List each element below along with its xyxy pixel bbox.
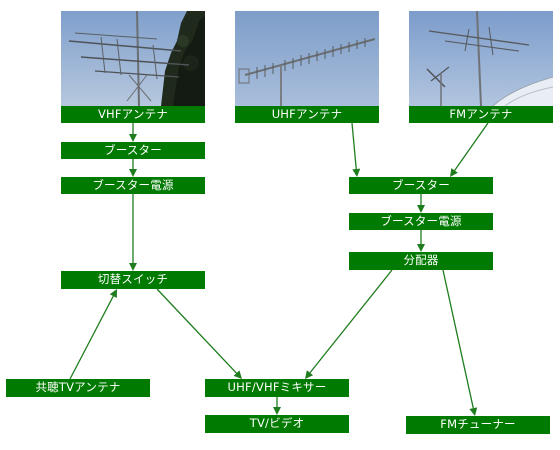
node-label: FMチューナー [440,417,516,432]
uhf-yagi-antenna-photo [235,11,379,106]
node-label: FMアンテナ [449,106,513,121]
node-booster-power-right: ブースター電源 [349,213,493,230]
node-label: 切替スイッチ [97,272,169,287]
arrowhead-booster_left-to-booster_power_left [129,169,137,177]
arrow-splitter-to-fm_tuner [442,269,474,409]
node-label: ブースター [104,142,162,157]
node-label: ブースター電源 [380,213,462,228]
node-uhf-antenna: UHFアンテナ [235,106,379,123]
node-label: TV/ビデオ [249,416,305,431]
node-fm-antenna: FMアンテナ [409,106,553,123]
fm-antenna-photo [409,11,553,106]
arrow-splitter-to-mixer [309,269,393,374]
arrow-community_antenna-to-switch [69,295,114,380]
node-splitter: 分配器 [349,252,493,270]
arrowhead-splitter-to-mixer [305,370,314,379]
node-label: VHFアンテナ [97,106,169,121]
arrow-fm_antenna-to-booster_right [454,122,489,171]
node-mixer: UHF/VHFミキサー [205,379,349,397]
arrow-uhf_antenna-to-booster_right [351,122,357,170]
arrowhead-uhf_antenna-to-booster_right [352,168,361,177]
node-tv-video: TV/ビデオ [205,415,349,433]
node-label: 分配器 [403,253,439,268]
node-label: 共聴TVアンテナ [35,380,121,395]
node-label: UHF/VHFミキサー [227,380,327,395]
node-label: UHFアンテナ [271,106,343,121]
arrowhead-vhf_antenna-to-booster_left [129,134,137,142]
node-label: ブースター [392,177,450,192]
arrowhead-booster_power_right-to-splitter [417,244,425,252]
node-vhf-antenna: VHFアンテナ [61,106,205,123]
node-booster-left: ブースター [61,142,205,159]
arrowhead-community_antenna-to-switch [109,289,117,298]
arrowhead-booster_right-to-booster_power_right [417,205,425,213]
arrowhead-mixer-to-tv_video [273,407,281,415]
arrowhead-splitter-to-fm_tuner [469,407,478,416]
node-booster-right: ブースター [349,177,493,194]
vhf-antenna-photo [61,11,205,106]
node-community-antenna: 共聴TVアンテナ [6,379,150,397]
node-booster-power-left: ブースター電源 [61,177,205,194]
node-switch: 切替スイッチ [61,271,205,289]
node-fm-tuner: FMチューナー [406,416,550,434]
arrowhead-booster_power_left-to-switch [129,263,137,271]
arrowhead-switch-to-mixer [233,370,242,379]
arrowhead-fm_antenna-to-booster_right [450,168,458,177]
node-label: ブースター電源 [92,177,174,192]
arrow-switch-to-mixer [156,288,237,374]
